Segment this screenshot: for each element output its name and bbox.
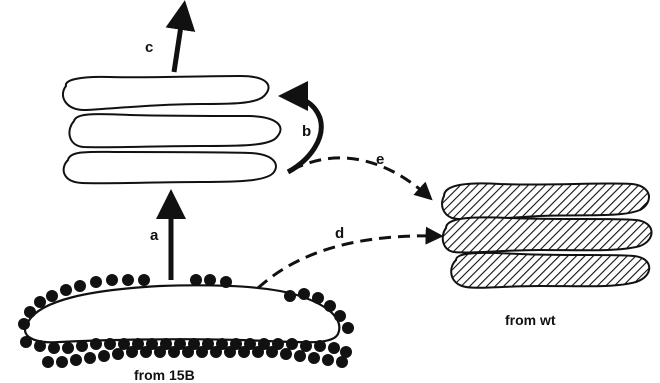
ribosome-dot xyxy=(140,346,152,358)
ribosome-dot xyxy=(34,340,46,352)
ribosome-dot xyxy=(220,276,232,288)
ribosome-dot xyxy=(252,346,264,358)
ribosome-dot xyxy=(336,356,348,368)
label-from-15b: from 15B xyxy=(134,367,195,383)
er-organelle xyxy=(18,274,354,368)
ribosome-dot xyxy=(322,354,334,366)
label-c: c xyxy=(145,39,153,56)
ribosome-dot xyxy=(190,274,202,286)
ribosome-dot xyxy=(196,346,208,358)
ribosome-dot xyxy=(224,346,236,358)
arrow-e xyxy=(292,158,430,198)
ribosome-dot xyxy=(104,338,116,350)
ribosome-dot xyxy=(294,350,306,362)
ribosome-dot xyxy=(328,342,340,354)
ribosome-dot xyxy=(286,338,298,350)
ribosome-dot xyxy=(154,346,166,358)
ribosome-dot xyxy=(106,274,118,286)
ribosome-dot xyxy=(90,338,102,350)
ribosome-dot xyxy=(280,348,292,360)
golgi-stack-hatched xyxy=(442,183,651,287)
ribosome-dot xyxy=(122,274,134,286)
ribosome-dot xyxy=(300,340,312,352)
ribosome-dot xyxy=(342,322,354,334)
hatched-cisterna-bottom xyxy=(451,253,649,288)
ribosome-dot xyxy=(284,290,296,302)
cisterna-middle xyxy=(69,114,280,147)
ribosome-dot xyxy=(20,336,32,348)
label-e: e xyxy=(376,151,384,168)
ribosome-dot xyxy=(48,342,60,354)
ribosome-dot xyxy=(34,296,46,308)
ribosome-dot xyxy=(76,340,88,352)
ribosome-dot xyxy=(238,346,250,358)
ribosome-dot xyxy=(314,340,326,352)
hatched-cisterna-top xyxy=(442,183,649,219)
ribosome-dot xyxy=(126,346,138,358)
ribosome-dot xyxy=(308,352,320,364)
ribosome-dot xyxy=(98,350,110,362)
ribosome-dot xyxy=(312,292,324,304)
ribosome-dot xyxy=(168,346,180,358)
ribosome-dot xyxy=(24,306,36,318)
hatched-cisterna-middle xyxy=(443,217,652,252)
ribosome-dot xyxy=(266,346,278,358)
ribosome-dot xyxy=(84,352,96,364)
arrow-d xyxy=(258,236,440,288)
ribosome-dot xyxy=(334,310,346,322)
ribosome-dot xyxy=(60,284,72,296)
label-a: a xyxy=(150,227,159,244)
ribosome-dot xyxy=(46,290,58,302)
ribosome-dot xyxy=(74,280,86,292)
golgi-stack-open xyxy=(63,76,281,183)
ribosome-dot xyxy=(62,342,74,354)
ribosome-dot xyxy=(138,274,150,286)
arrow-c xyxy=(174,6,184,72)
ribosome-dot xyxy=(298,288,310,300)
cisterna-bottom xyxy=(64,152,276,183)
ribosome-dot xyxy=(204,274,216,286)
label-from-wt: from wt xyxy=(505,312,556,328)
ribosome-dot xyxy=(42,356,54,368)
label-b: b xyxy=(302,123,311,140)
cisterna-top xyxy=(63,76,269,110)
ribosome-dot xyxy=(324,300,336,312)
ribosome-dot xyxy=(56,356,68,368)
ribosome-dot xyxy=(70,354,82,366)
ribosome-dot xyxy=(112,348,124,360)
ribosome-dot xyxy=(210,346,222,358)
ribosome-dot xyxy=(18,318,30,330)
label-d: d xyxy=(335,225,344,242)
ribosome-dot xyxy=(182,346,194,358)
ribosome-dot xyxy=(90,276,102,288)
